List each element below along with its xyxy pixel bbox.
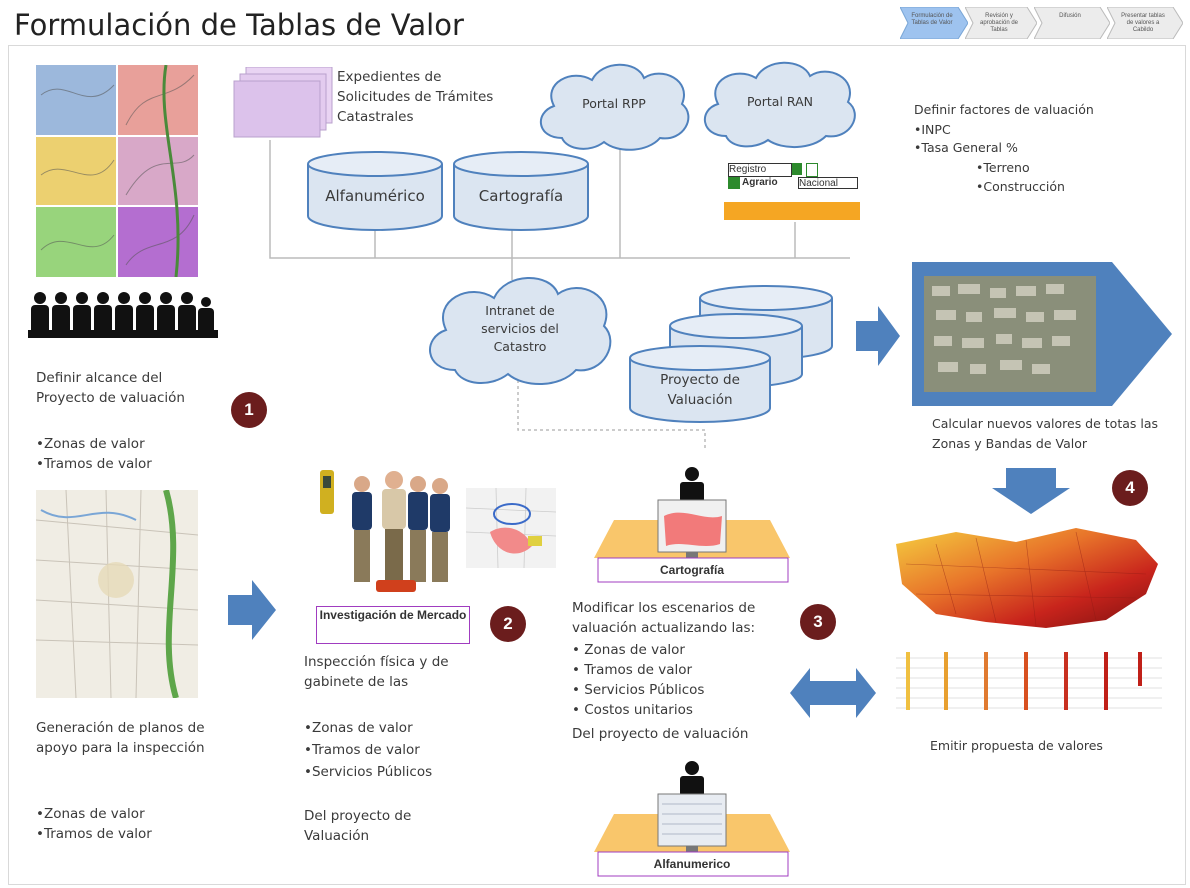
step2-number-badge: 2 [490,606,526,642]
portal-rpp-label: Portal RPP [582,96,646,111]
intranet-cloud [429,277,612,385]
portal-ran-label: Portal RAN [747,94,813,109]
step2-item-1: •Zonas de valor [304,720,413,736]
value-heatmap-image [896,528,1158,628]
market-research-box: Investigación de Mercado [316,606,470,644]
portal-rpp-cloud [539,63,690,151]
process-step-4[interactable] [1107,7,1183,39]
process-step-3-label: Difusión [1059,13,1081,19]
workstation-alfanumerico-label: Alfanumerico [653,857,731,871]
intranet-label: Intranet de servicios del Catastro [481,303,559,354]
ran-green-outline [806,163,818,177]
step3-heading: Modificar los escenarios de valuación ac… [572,600,756,636]
step3-footer: Del proyecto de valuación [572,726,749,742]
step4-calc-text: Calcular nuevos valores de totas las Zon… [932,416,1159,451]
ran-agrario-text: Agrario [742,177,778,188]
ran-orange-bar [724,202,860,220]
step1-plans-item-1: •Zonas de valor [36,806,145,822]
factors-subitem-2: •Construcción [976,179,1065,194]
factors-item-1: •INPC [914,122,951,137]
arrow-down-icon [992,468,1070,514]
factors-heading: Definir factores de valuación [914,102,1094,117]
calculation-image-panel [912,262,1172,406]
process-step-2[interactable] [965,7,1037,39]
ran-green-block [792,163,802,175]
value-table-image [896,650,1162,712]
step4-emit-text: Emitir propuesta de valores [930,738,1103,753]
ran-registro-text: Registro [728,163,792,177]
ran-nacional-text: Nacional [798,177,858,189]
process-step-3[interactable] [1034,7,1110,39]
step2-item-2: •Tramos de valor [304,742,420,758]
ran-logo: Registro Agrario Nacional [728,163,860,189]
step1-plans-heading: Generación de planos de apoyo para la in… [36,720,205,756]
zone-maps-grid [36,65,198,277]
step2-heading: Inspección física y de gabinete de las [304,654,449,690]
database-alfanumerico-label: Alfanumérico [325,187,425,205]
step1-number-badge: 1 [231,392,267,428]
step3-item-1: • Zonas de valor [572,642,685,658]
portal-ran-cloud [703,61,856,149]
process-step-1-label: Formulación de Tablas de Valor [911,13,953,26]
market-map-image [466,488,556,568]
arrow-right-icon-2 [856,306,900,366]
workstation-cartografia-label: Cartografía [659,563,724,577]
step2-item-3: •Servicios Públicos [304,764,433,780]
ran-green-block-2 [728,177,740,189]
step1-heading: Definir alcance del Proyecto de valuació… [36,370,185,406]
arrow-right-icon [228,580,276,640]
team-silhouettes-icon [28,292,218,338]
page-title: Formulación de Tablas de Valor [14,8,464,42]
step3-item-4: • Costos unitarios [572,702,693,718]
factors-subitem-1: •Terreno [976,160,1030,175]
workstation-cartografia [594,467,790,583]
bidirectional-arrow-icon [790,668,876,718]
process-step-4-label: Presentar tablas de valores a Cabildo [1121,13,1165,33]
step3-item-2: • Tramos de valor [572,662,693,678]
city-map-image [36,490,198,698]
documents-stack-icon [233,67,333,138]
step3-item-3: • Servicios Públicos [572,682,705,698]
step1-plans-item-2: •Tramos de valor [36,826,152,842]
workstation-alfanumerico [594,761,790,877]
process-step-1[interactable] [900,7,968,39]
expedientes-label: Expedientes de Solicitudes de Trámites C… [337,69,494,125]
step4-number-badge: 4 [1112,470,1148,506]
step1-item-1: •Zonas de valor [36,436,145,452]
step3-number-badge: 3 [800,604,836,640]
database-cartografia [453,151,589,231]
field-team-photo [320,470,450,592]
database-cartografia-label: Cartografía [478,187,564,205]
step2-footer: Del proyecto de Valuación [304,808,412,844]
proyecto-label: Proyecto de Valuación [660,372,740,408]
factors-item-2: •Tasa General % [914,140,1018,155]
process-step-2-label: Revisión y aprobación de Tablas [979,13,1019,33]
database-proyecto-stack [629,285,833,423]
step1-item-2: •Tramos de valor [36,456,152,472]
diagram-frame [8,45,1186,885]
database-alfanumerico [307,151,443,231]
